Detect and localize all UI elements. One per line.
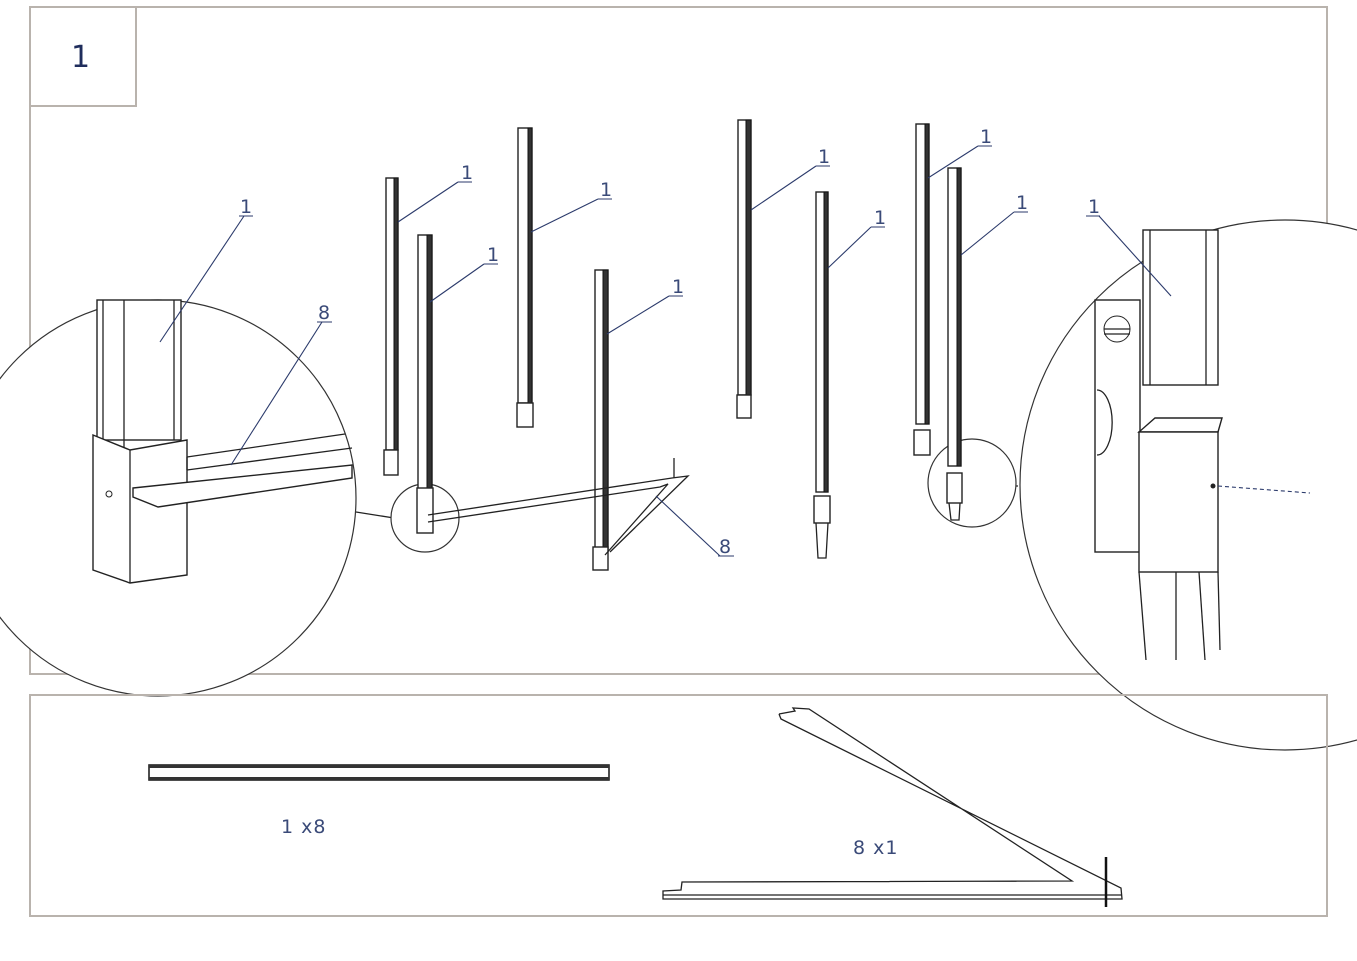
brace-assembled bbox=[427, 458, 690, 556]
callout-brace-detail: 8 bbox=[318, 302, 330, 324]
parts-panel-frame bbox=[29, 694, 1328, 917]
post-3 bbox=[516, 127, 534, 428]
post-part-quantity: 1 x8 bbox=[281, 816, 326, 838]
right-zoom-marker bbox=[927, 438, 1017, 528]
brace-part-quantity: 8 x1 bbox=[853, 837, 898, 859]
callout-post-7: 1 bbox=[980, 126, 992, 148]
post-callouts: 1 1 1 1 1 1 1 1 1 1 bbox=[159, 126, 1172, 343]
post-5 bbox=[736, 119, 752, 419]
step-number-box bbox=[29, 6, 137, 107]
right-detail-view bbox=[1000, 219, 1357, 751]
post-8 bbox=[946, 167, 963, 521]
post-2 bbox=[416, 234, 434, 534]
post-4 bbox=[592, 269, 609, 571]
brace-callouts: 8 8 bbox=[230, 302, 734, 558]
callout-post-1: 1 bbox=[461, 162, 473, 184]
callout-post-8: 1 bbox=[1016, 192, 1028, 214]
post-7 bbox=[913, 123, 931, 456]
step-number: 1 bbox=[71, 40, 90, 75]
post-1 bbox=[383, 177, 399, 476]
post-part-drawing bbox=[148, 764, 610, 781]
left-detail-view bbox=[0, 299, 395, 697]
callout-post-6: 1 bbox=[874, 207, 886, 229]
post-6 bbox=[813, 191, 831, 559]
callout-post-4: 1 bbox=[672, 276, 684, 298]
callout-post-detail-left: 1 bbox=[240, 196, 252, 218]
callout-brace-assembled: 8 bbox=[719, 536, 731, 558]
brace-part-drawing bbox=[662, 707, 1123, 907]
callout-post-5: 1 bbox=[818, 146, 830, 168]
callout-post-3: 1 bbox=[600, 179, 612, 201]
callout-post-2: 1 bbox=[487, 244, 499, 266]
callout-post-detail-right: 1 bbox=[1088, 196, 1100, 218]
